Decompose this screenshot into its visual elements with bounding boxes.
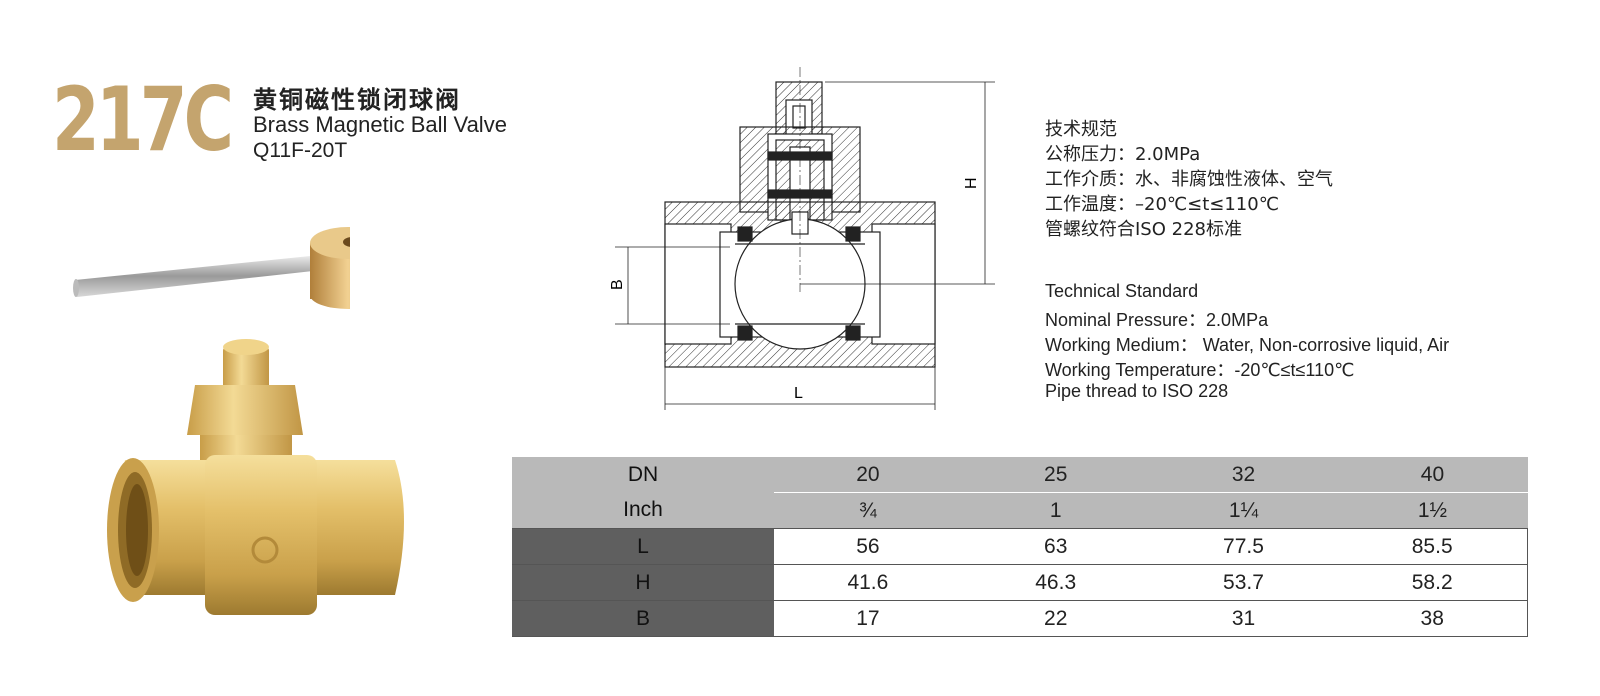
table-cell: 1½ [1337, 492, 1528, 529]
table-row-dn: DN 20 25 32 40 [512, 457, 1528, 493]
spec-en-thread: Pipe thread to ISO 228 [1045, 381, 1229, 401]
table-cell: 53.7 [1149, 564, 1338, 601]
row-label-l: L [512, 528, 774, 565]
table-cell: 85.5 [1337, 528, 1529, 565]
table-row-h: H 41.6 46.3 53.7 58.2 [512, 564, 1529, 601]
table-cell: 25 [961, 457, 1150, 493]
spec-en-medium: Working Medium： Water, Non-corrosive liq… [1045, 335, 1450, 355]
row-label-dn: DN [512, 457, 774, 493]
dimension-b-label: B [609, 279, 626, 290]
table-cell: ¾ [774, 492, 962, 529]
table-cell: 77.5 [1149, 528, 1338, 565]
table-cell: 1¼ [1149, 492, 1338, 529]
table-cell: 1 [961, 492, 1150, 529]
product-title-english: Brass Magnetic Ball Valve [253, 112, 507, 137]
table-cell: 20 [774, 457, 962, 493]
dimension-l-label: L [794, 385, 803, 402]
magnetic-key-image [73, 227, 350, 309]
spec-cn-temperature: 工作温度：–20℃≤t≤110℃ [1045, 194, 1279, 215]
spec-cn-thread: 管螺纹符合ISO 228标准 [1045, 219, 1242, 240]
dimension-h-label: H [963, 177, 980, 189]
table-row-b: B 17 22 31 38 [512, 600, 1529, 637]
table-cell: 22 [961, 600, 1150, 637]
table-cell: 41.6 [774, 564, 962, 601]
spec-en-heading: Technical Standard [1045, 281, 1199, 301]
dimension-table: DN 20 25 32 40 Inch ¾ 1 1¼ 1½ L 56 63 77… [512, 457, 1529, 637]
table-cell: 17 [774, 600, 962, 637]
table-cell: 63 [961, 528, 1150, 565]
table-row-l: L 56 63 77.5 85.5 [512, 528, 1529, 565]
table-cell: 32 [1149, 457, 1338, 493]
cross-section-drawing: H B L [609, 67, 995, 410]
table-cell: 31 [1149, 600, 1338, 637]
table-cell: 58.2 [1337, 564, 1529, 601]
table-row-inch: Inch ¾ 1 1¼ 1½ [512, 492, 1528, 529]
table-cell: 38 [1337, 600, 1529, 637]
spec-cn-heading: 技术规范 [1045, 119, 1117, 140]
model-number: 217C [52, 68, 234, 171]
table-cell: 40 [1337, 457, 1528, 493]
table-cell: 56 [774, 528, 962, 565]
product-code: Q11F-20T [253, 139, 348, 162]
spec-cn-medium: 工作介质：水、非腐蚀性液体、空气 [1045, 169, 1333, 190]
valve-product-image [107, 339, 404, 615]
spec-en-temperature: Working Temperature：-20℃≤t≤110℃ [1045, 360, 1355, 380]
product-title-chinese: 黄铜磁性锁闭球阀 [253, 86, 461, 114]
row-label-b: B [512, 600, 774, 637]
row-label-inch: Inch [512, 492, 774, 529]
spec-cn-pressure: 公称压力：2.0MPa [1045, 144, 1201, 165]
spec-en-pressure: Nominal Pressure：2.0MPa [1045, 310, 1269, 330]
row-label-h: H [512, 564, 774, 601]
table-cell: 46.3 [961, 564, 1150, 601]
